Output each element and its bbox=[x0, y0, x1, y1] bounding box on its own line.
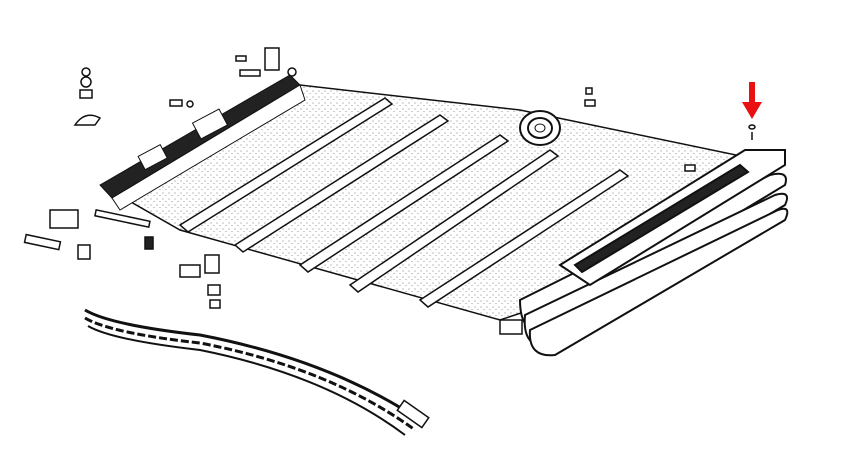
red-indicator-arrow-icon bbox=[742, 82, 762, 119]
material-roll bbox=[519, 110, 561, 146]
front-header-rail bbox=[99, 74, 306, 211]
roof-bows bbox=[178, 97, 630, 308]
side-seal-strip bbox=[84, 308, 430, 436]
hardware-parts bbox=[23, 47, 696, 335]
rear-folded-roof-rolls bbox=[518, 149, 789, 357]
highlighted-washer-and-screw bbox=[748, 124, 756, 140]
